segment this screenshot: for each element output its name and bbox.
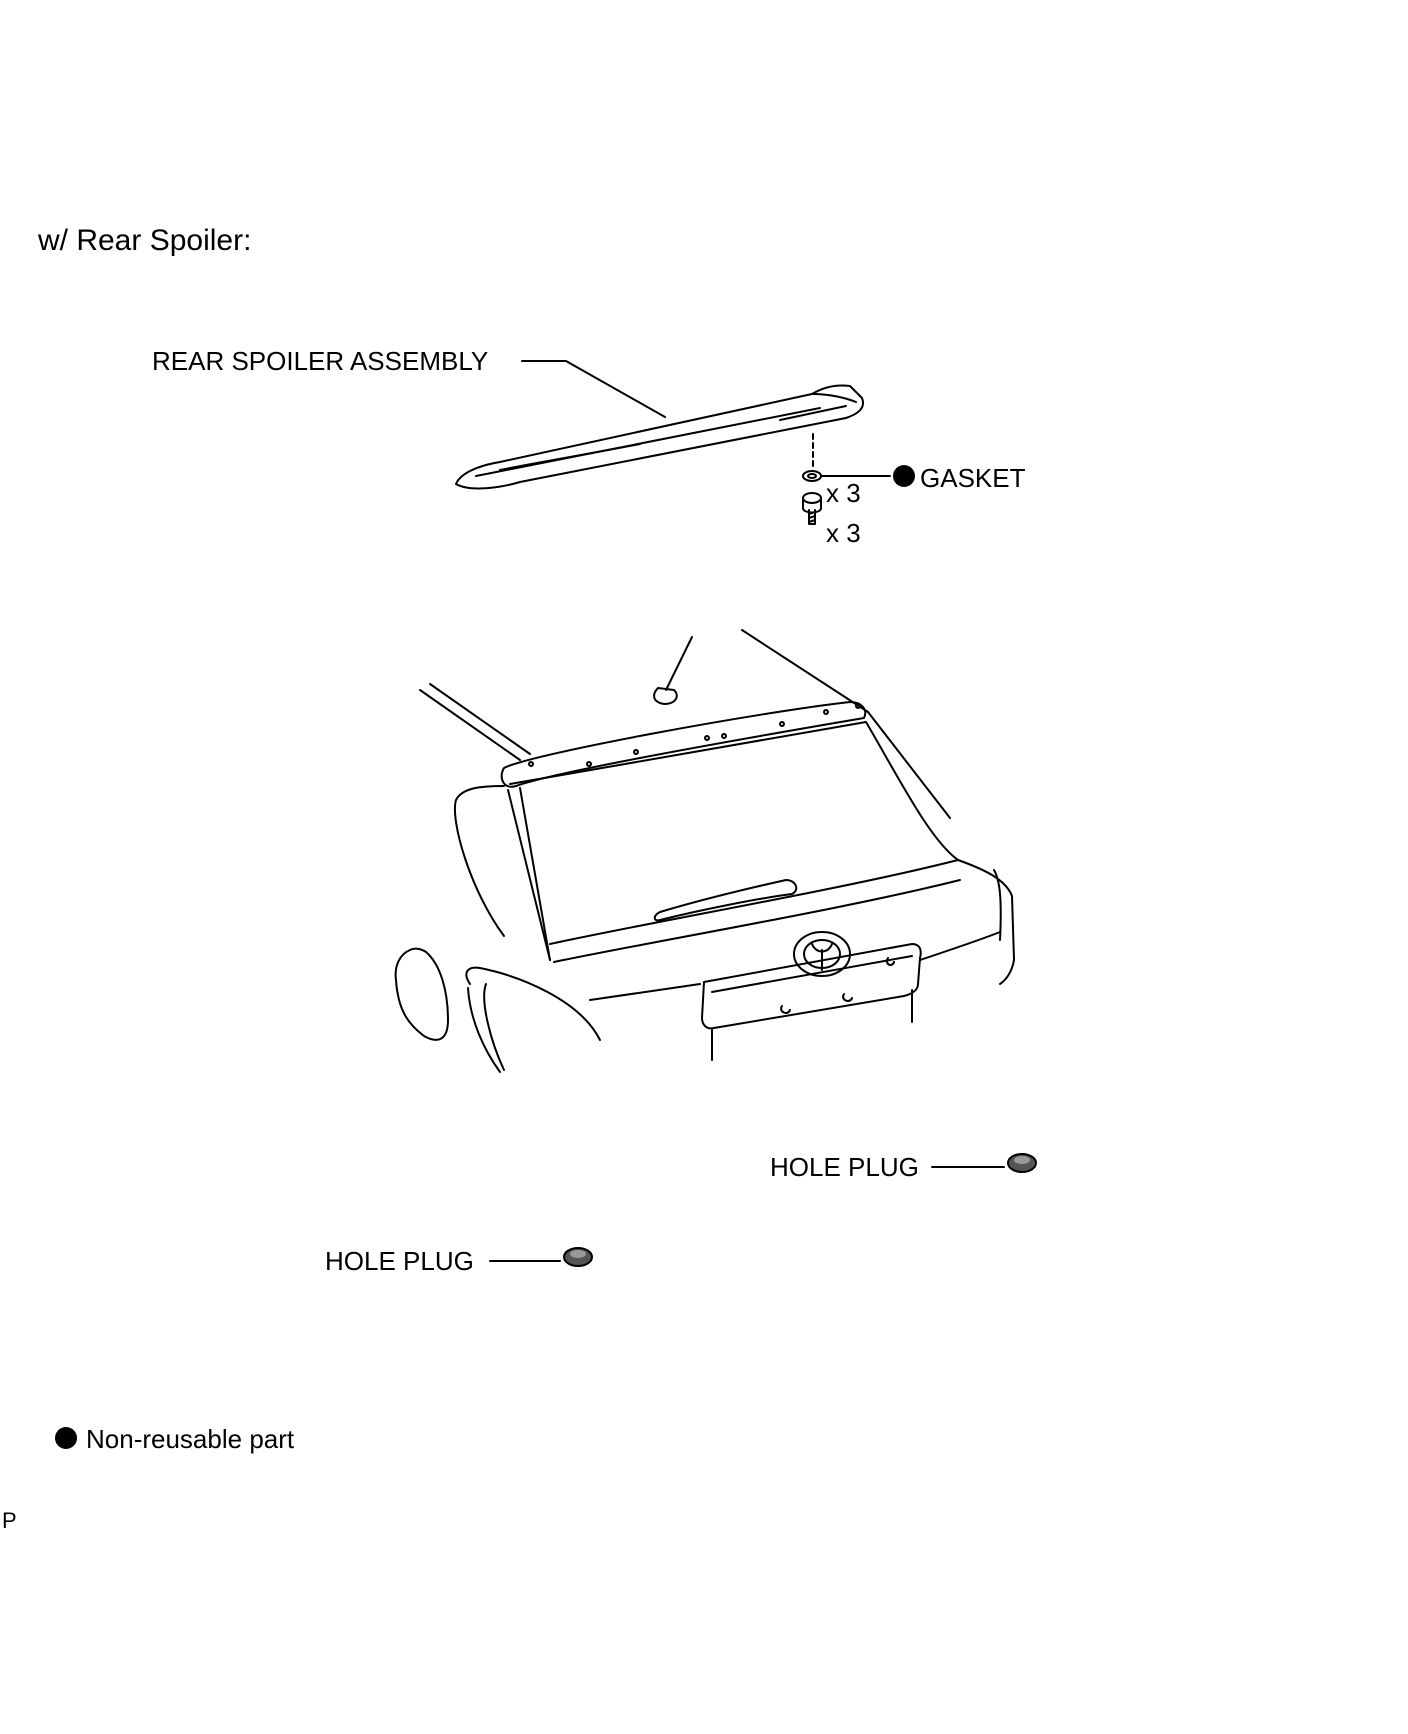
vehicle-rear-outline [394,629,1015,1073]
rear-spoiler-part [455,384,864,490]
hole-plug-upper-label: HOLE PLUG [770,1152,919,1182]
bolt-part [802,492,822,525]
legend-non-reusable-label: Non-reusable part [86,1424,295,1454]
hole-plug-lower-part [563,1247,593,1267]
spoiler-leader-line [521,360,666,418]
legend-non-reusable-dot [55,1427,77,1449]
bolt-quantity-label: x 3 [826,518,861,548]
rear-spoiler-assembly-label: REAR SPOILER ASSEMBLY [152,346,489,376]
gasket-non-reusable-dot [893,465,915,487]
hole-plug-lower-label: HOLE PLUG [325,1246,474,1276]
gasket-quantity-label: x 3 [826,478,861,508]
gasket-part [802,470,822,482]
gasket-label: GASKET [920,463,1026,493]
hole-plug-upper-part [1007,1153,1037,1173]
figure-code-label: P [2,1508,17,1533]
page-heading: w/ Rear Spoiler: [38,224,252,257]
